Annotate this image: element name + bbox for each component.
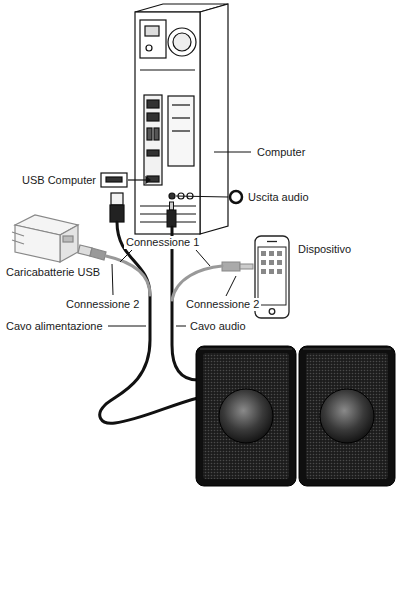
computer-tower-part [140,205,196,206]
phone-part [258,247,286,305]
computer-tower-part [135,12,200,234]
computer-tower-part [172,130,190,131]
usb-plug [110,193,124,222]
computer-tower-part [168,28,196,56]
usb-charger-part [12,240,24,244]
computer-tower [135,4,228,234]
device-label: Caricabatterie USB [4,266,102,279]
computer-tower-part [147,128,152,140]
usb-plug-part [90,248,106,260]
device-label: Computer [255,146,307,159]
phone-part [267,241,277,242]
usb-plug [78,245,106,260]
computer-tower-part [147,150,159,156]
usb-port-icon-part [101,173,127,187]
speaker-part [200,349,292,350]
leader-line [108,250,236,326]
computer-tower-part [173,33,191,51]
audio-out-icon-part [176,196,228,197]
computer-tower-part [147,100,159,108]
audio-jack-part [222,262,240,271]
computer-tower-part [140,69,195,70]
phone-part [269,251,274,256]
usb-plug-part [111,193,123,205]
leader-line [214,152,251,153]
usb-port-icon-part [146,177,150,183]
audio-out-icon [176,191,242,203]
phone-part [269,309,275,315]
phone-part [277,260,282,265]
usb-plug-part [110,205,124,222]
connection-label: Connessione 1 [124,236,201,249]
cable-part [106,256,150,295]
audio-jack-part [167,210,176,227]
phone-part [269,269,274,274]
computer-tower-part [146,45,152,51]
speaker [196,346,296,486]
usb-charger-part [63,236,73,242]
speaker-part [219,389,273,443]
cable-label: Cavo alimentazione [4,320,105,333]
usb-port-icon [101,173,150,187]
computer-tower-part [145,26,159,36]
audio-jack-part [170,202,174,210]
port-label: USB Computer [20,174,98,187]
usb-charger-part [60,225,78,262]
computer-tower-part [140,20,166,58]
computer-tower-part [168,96,194,166]
speaker-part [306,353,388,479]
leader-line-part [226,276,236,296]
phone-part [277,269,282,274]
phone-part [261,260,266,265]
connection-label: Connessione 2 [64,298,141,311]
computer-tower-part [172,117,190,118]
computer-tower-part [169,193,175,199]
leader-line-part [120,250,132,262]
computer-tower-part [147,113,159,121]
computer-tower-part [200,4,228,234]
phone-part [277,251,282,256]
usb-charger [12,215,78,262]
audio-out-icon-part [230,191,242,203]
audio-jack [222,262,253,271]
cable-part [100,222,198,423]
computer-tower-part [172,104,190,105]
leader-line-part [108,326,146,327]
connection-label: Connessione 2 [184,298,261,311]
speaker-part [299,346,395,486]
phone-part [261,269,266,274]
speaker-part [203,353,289,479]
cable-label: Cavo audio [188,320,248,333]
phone-part [269,260,274,265]
usb-port-icon-part [128,179,146,180]
computer-tower-part [154,128,159,140]
device-label: Dispositivo [296,243,353,256]
leader-line-part [176,326,186,327]
speaker-part [320,389,374,443]
cable-part [172,266,222,300]
usb-charger-part [12,232,24,236]
leader-line-part [196,250,210,266]
speaker-part [303,349,391,350]
phone-part [261,251,266,256]
audio-jack [167,202,176,227]
computer-tower-part [147,176,159,182]
usb-port-icon-part [106,177,122,182]
leader-line-part [112,264,113,295]
speaker-part [196,346,296,486]
computer-tower-part [144,95,162,185]
port-label: Uscita audio [246,191,311,204]
speaker [299,346,395,486]
audio-jack-part [240,264,253,269]
